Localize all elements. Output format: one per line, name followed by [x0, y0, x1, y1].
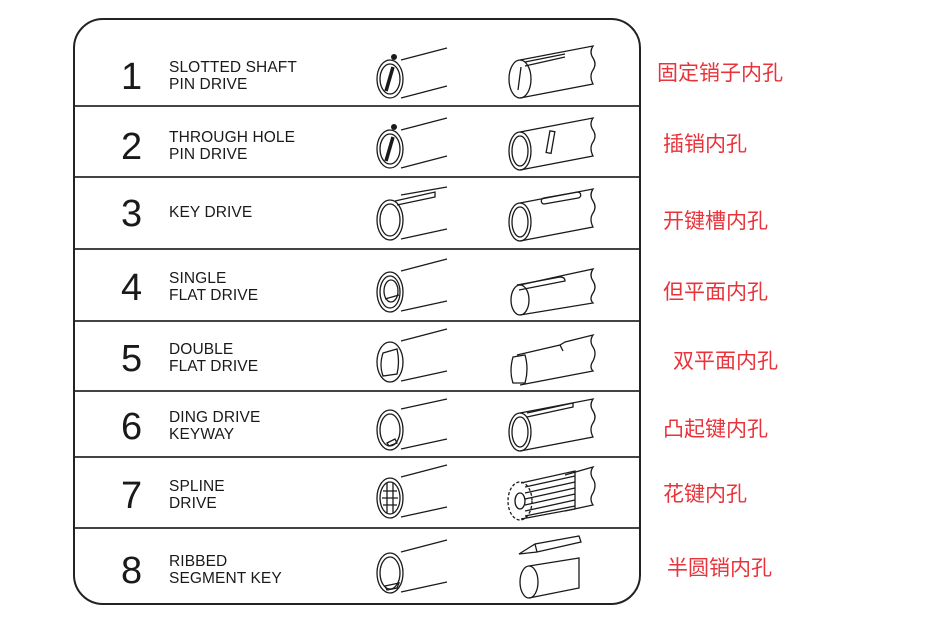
spline-shaft-icon: [507, 465, 596, 521]
row-divider: [75, 176, 639, 178]
drive-label: SLOTTED SHAFT PIN DRIVE: [169, 59, 297, 93]
row-number: 5: [121, 338, 143, 380]
drive-label: KEY DRIVE: [169, 204, 252, 221]
cn-annotation: 但平面内孔: [663, 280, 768, 304]
row-divider: [75, 527, 639, 529]
row-number: 4: [121, 267, 143, 309]
drive-label-line1: RIBBED: [169, 553, 228, 570]
row-number: 3: [121, 193, 143, 235]
drive-label: SINGLE FLAT DRIVE: [169, 270, 258, 304]
cn-annotation: 半圆销内孔: [667, 556, 772, 580]
drive-row-4: 4 SINGLE FLAT DRIVE 但平面内孔: [75, 249, 768, 320]
ding-keyway-shaft-icon: [508, 398, 596, 452]
drive-label-line2: PIN DRIVE: [169, 76, 248, 93]
row-divider: [75, 456, 639, 458]
ding-keyway-bore-icon: [376, 398, 448, 451]
drive-label: DING DRIVE KEYWAY: [169, 409, 260, 443]
drive-label: SPLINE DRIVE: [169, 478, 225, 512]
row-divider: [75, 248, 639, 250]
cn-annotation: 固定销子内孔: [657, 61, 783, 85]
slotted-pin-bore-icon: [376, 47, 448, 99]
ribbed-segment-key-icon: [518, 535, 582, 599]
drive-row-6: 6 DING DRIVE KEYWAY 凸起键内孔: [75, 391, 768, 456]
through-hole-pin-shaft-icon: [508, 117, 596, 171]
drive-label-line1: SPLINE: [169, 478, 225, 495]
drive-label-line2: FLAT DRIVE: [169, 358, 259, 375]
spline-bore-icon: [376, 464, 448, 519]
row-number: 6: [121, 406, 143, 448]
drive-label-line2: SEGMENT KEY: [169, 570, 282, 587]
drive-row-8: 8 RIBBED SEGMENT KEY 半圆销内孔: [75, 528, 772, 605]
drive-label-line1: SINGLE: [169, 270, 227, 287]
row-number: 1: [121, 56, 143, 98]
drive-label: THROUGH HOLE PIN DRIVE: [169, 129, 295, 163]
cn-annotation: 凸起键内孔: [663, 417, 768, 441]
drive-row-1: 1 SLOTTED SHAFT PIN DRIVE 固定销子内孔: [75, 20, 783, 105]
single-flat-bore-icon: [376, 258, 448, 313]
drive-label: DOUBLE FLAT DRIVE: [169, 341, 258, 375]
row-divider: [75, 320, 639, 322]
cn-annotation: 插销内孔: [663, 132, 747, 156]
drive-label-line2: PIN DRIVE: [169, 146, 248, 163]
cn-annotation: 开键槽内孔: [663, 209, 768, 233]
drive-label-line1: DOUBLE: [169, 341, 234, 358]
drive-label-line1: KEY DRIVE: [169, 204, 253, 221]
row-number: 8: [121, 550, 143, 592]
drive-label-line2: DRIVE: [169, 495, 217, 512]
through-pin-bore-icon: [376, 117, 448, 169]
drive-types-panel: 1 SLOTTED SHAFT PIN DRIVE 固定销子内孔 2 THROU…: [73, 18, 783, 605]
cn-annotation: 双平面内孔: [673, 349, 778, 373]
key-shaft-icon: [508, 188, 596, 242]
row-divider: [75, 390, 639, 392]
row-divider: [75, 105, 639, 107]
single-flat-shaft-icon: [510, 268, 596, 316]
drive-label-line2: KEYWAY: [169, 426, 235, 443]
row-number: 2: [121, 126, 143, 168]
row-number: 7: [121, 475, 143, 517]
ribbed-segment-bore-icon: [376, 539, 448, 594]
drive-row-3: 3 KEY DRIVE 开键槽内孔: [75, 177, 768, 248]
double-flat-bore-icon: [376, 328, 448, 383]
drive-label-line1: THROUGH HOLE: [169, 129, 296, 146]
double-flat-shaft-icon: [510, 333, 596, 386]
slotted-shaft-icon: [508, 45, 596, 99]
drive-label: RIBBED SEGMENT KEY: [169, 553, 282, 587]
drive-row-7: 7 SPLINE DRIVE 花键内孔: [75, 457, 747, 527]
drive-row-2: 2 THROUGH HOLE PIN DRIVE 插销内孔: [75, 106, 747, 176]
keyway-bore-icon: [376, 186, 448, 241]
drive-label-line1: SLOTTED SHAFT: [169, 59, 297, 76]
drive-label-line1: DING DRIVE: [169, 409, 261, 426]
cn-annotation: 花键内孔: [663, 482, 747, 506]
drive-label-line2: FLAT DRIVE: [169, 287, 259, 304]
drive-row-5: 5 DOUBLE FLAT DRIVE 双平面内孔: [75, 321, 778, 390]
